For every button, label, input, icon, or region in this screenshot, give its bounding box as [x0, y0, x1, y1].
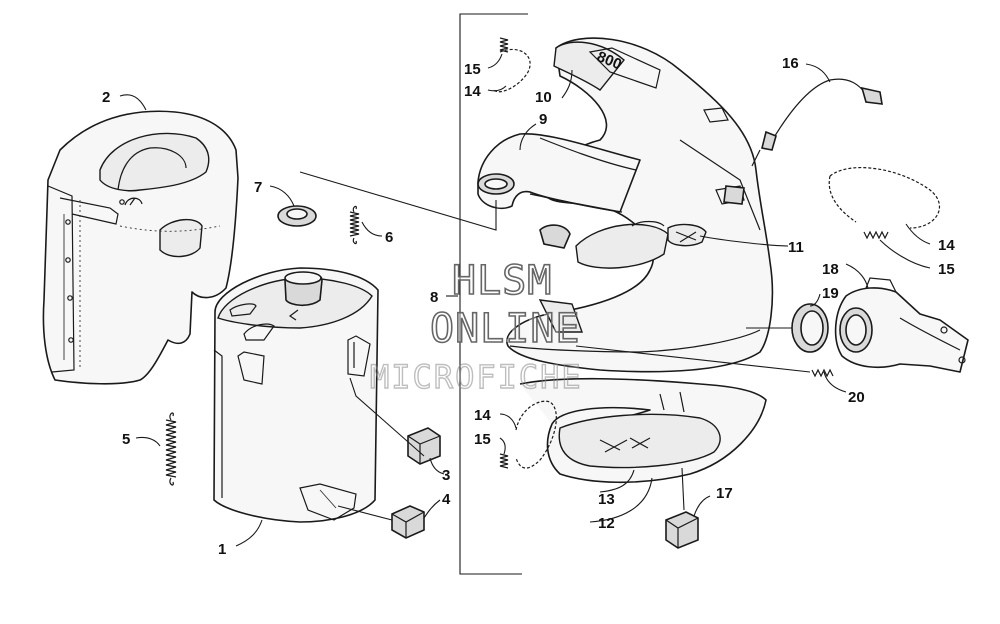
part-clamp-14-lower [515, 400, 557, 469]
callout-7: 7 [254, 179, 262, 196]
callout-20: 20 [848, 389, 865, 406]
watermark: HLSM HLSM ONLINE ONLINE MICROFICHE [369, 257, 583, 397]
callout-15-top: 15 [464, 61, 481, 78]
assembly-bracket [459, 13, 528, 575]
leader-lines [119, 53, 931, 547]
callout-12: 12 [598, 515, 615, 532]
part-mount-3 [407, 427, 441, 465]
callout-16: 16 [782, 55, 799, 72]
part-inlet-tube [477, 133, 641, 213]
watermark-line-2: ONLINE [430, 306, 581, 352]
callout-1: 1 [218, 541, 226, 558]
part-heat-shield [42, 110, 239, 385]
callout-5: 5 [122, 431, 130, 448]
part-spring-15-right [863, 230, 889, 240]
watermark-line-1: HLSM [452, 258, 552, 304]
part-muffler [213, 267, 379, 523]
part-spring-20 [811, 368, 834, 378]
callout-2: 2 [102, 89, 110, 106]
callout-13: 13 [598, 491, 615, 508]
callout-8: 8 [430, 289, 438, 306]
callout-15-lower: 15 [474, 431, 491, 448]
callout-4: 4 [442, 491, 451, 508]
part-mount-4 [391, 505, 425, 539]
part-decal-11 [667, 223, 707, 247]
callout-11: 11 [788, 239, 804, 256]
part-spring-15-top [499, 37, 509, 53]
callout-19: 19 [822, 285, 839, 302]
callout-14-lower: 14 [474, 407, 491, 424]
callout-6: 6 [385, 229, 393, 246]
callout-labels: 2 1 3 4 5 6 7 8 9 10 11 12 13 15 14 14 1… [102, 55, 955, 558]
part-gasket-19 [791, 303, 829, 353]
part-grommet-7 [277, 205, 317, 227]
part-spring-6 [349, 205, 360, 245]
part-clamp-14-top [493, 48, 531, 93]
callout-18: 18 [822, 261, 839, 278]
part-spring-15-lower [499, 453, 509, 469]
callout-15-right: 15 [938, 261, 955, 278]
part-mount-17 [665, 511, 699, 549]
part-spring-5 [165, 412, 177, 486]
callout-3: 3 [442, 467, 450, 484]
watermark-line-1-fill: HLSM [452, 258, 548, 304]
callout-10: 10 [535, 89, 552, 106]
watermark-line-2-fill: ONLINE [430, 306, 575, 352]
part-clamp-14-right [828, 166, 941, 229]
part-temp-sensor [723, 78, 883, 205]
callout-17: 17 [716, 485, 733, 502]
callout-14-right: 14 [938, 237, 955, 254]
callout-14-top: 14 [464, 83, 481, 100]
watermark-line-3: MICROFICHE [370, 358, 583, 396]
part-manifold [834, 277, 969, 373]
callout-9: 9 [539, 111, 547, 128]
part-expansion-chamber: 800 [506, 37, 774, 484]
